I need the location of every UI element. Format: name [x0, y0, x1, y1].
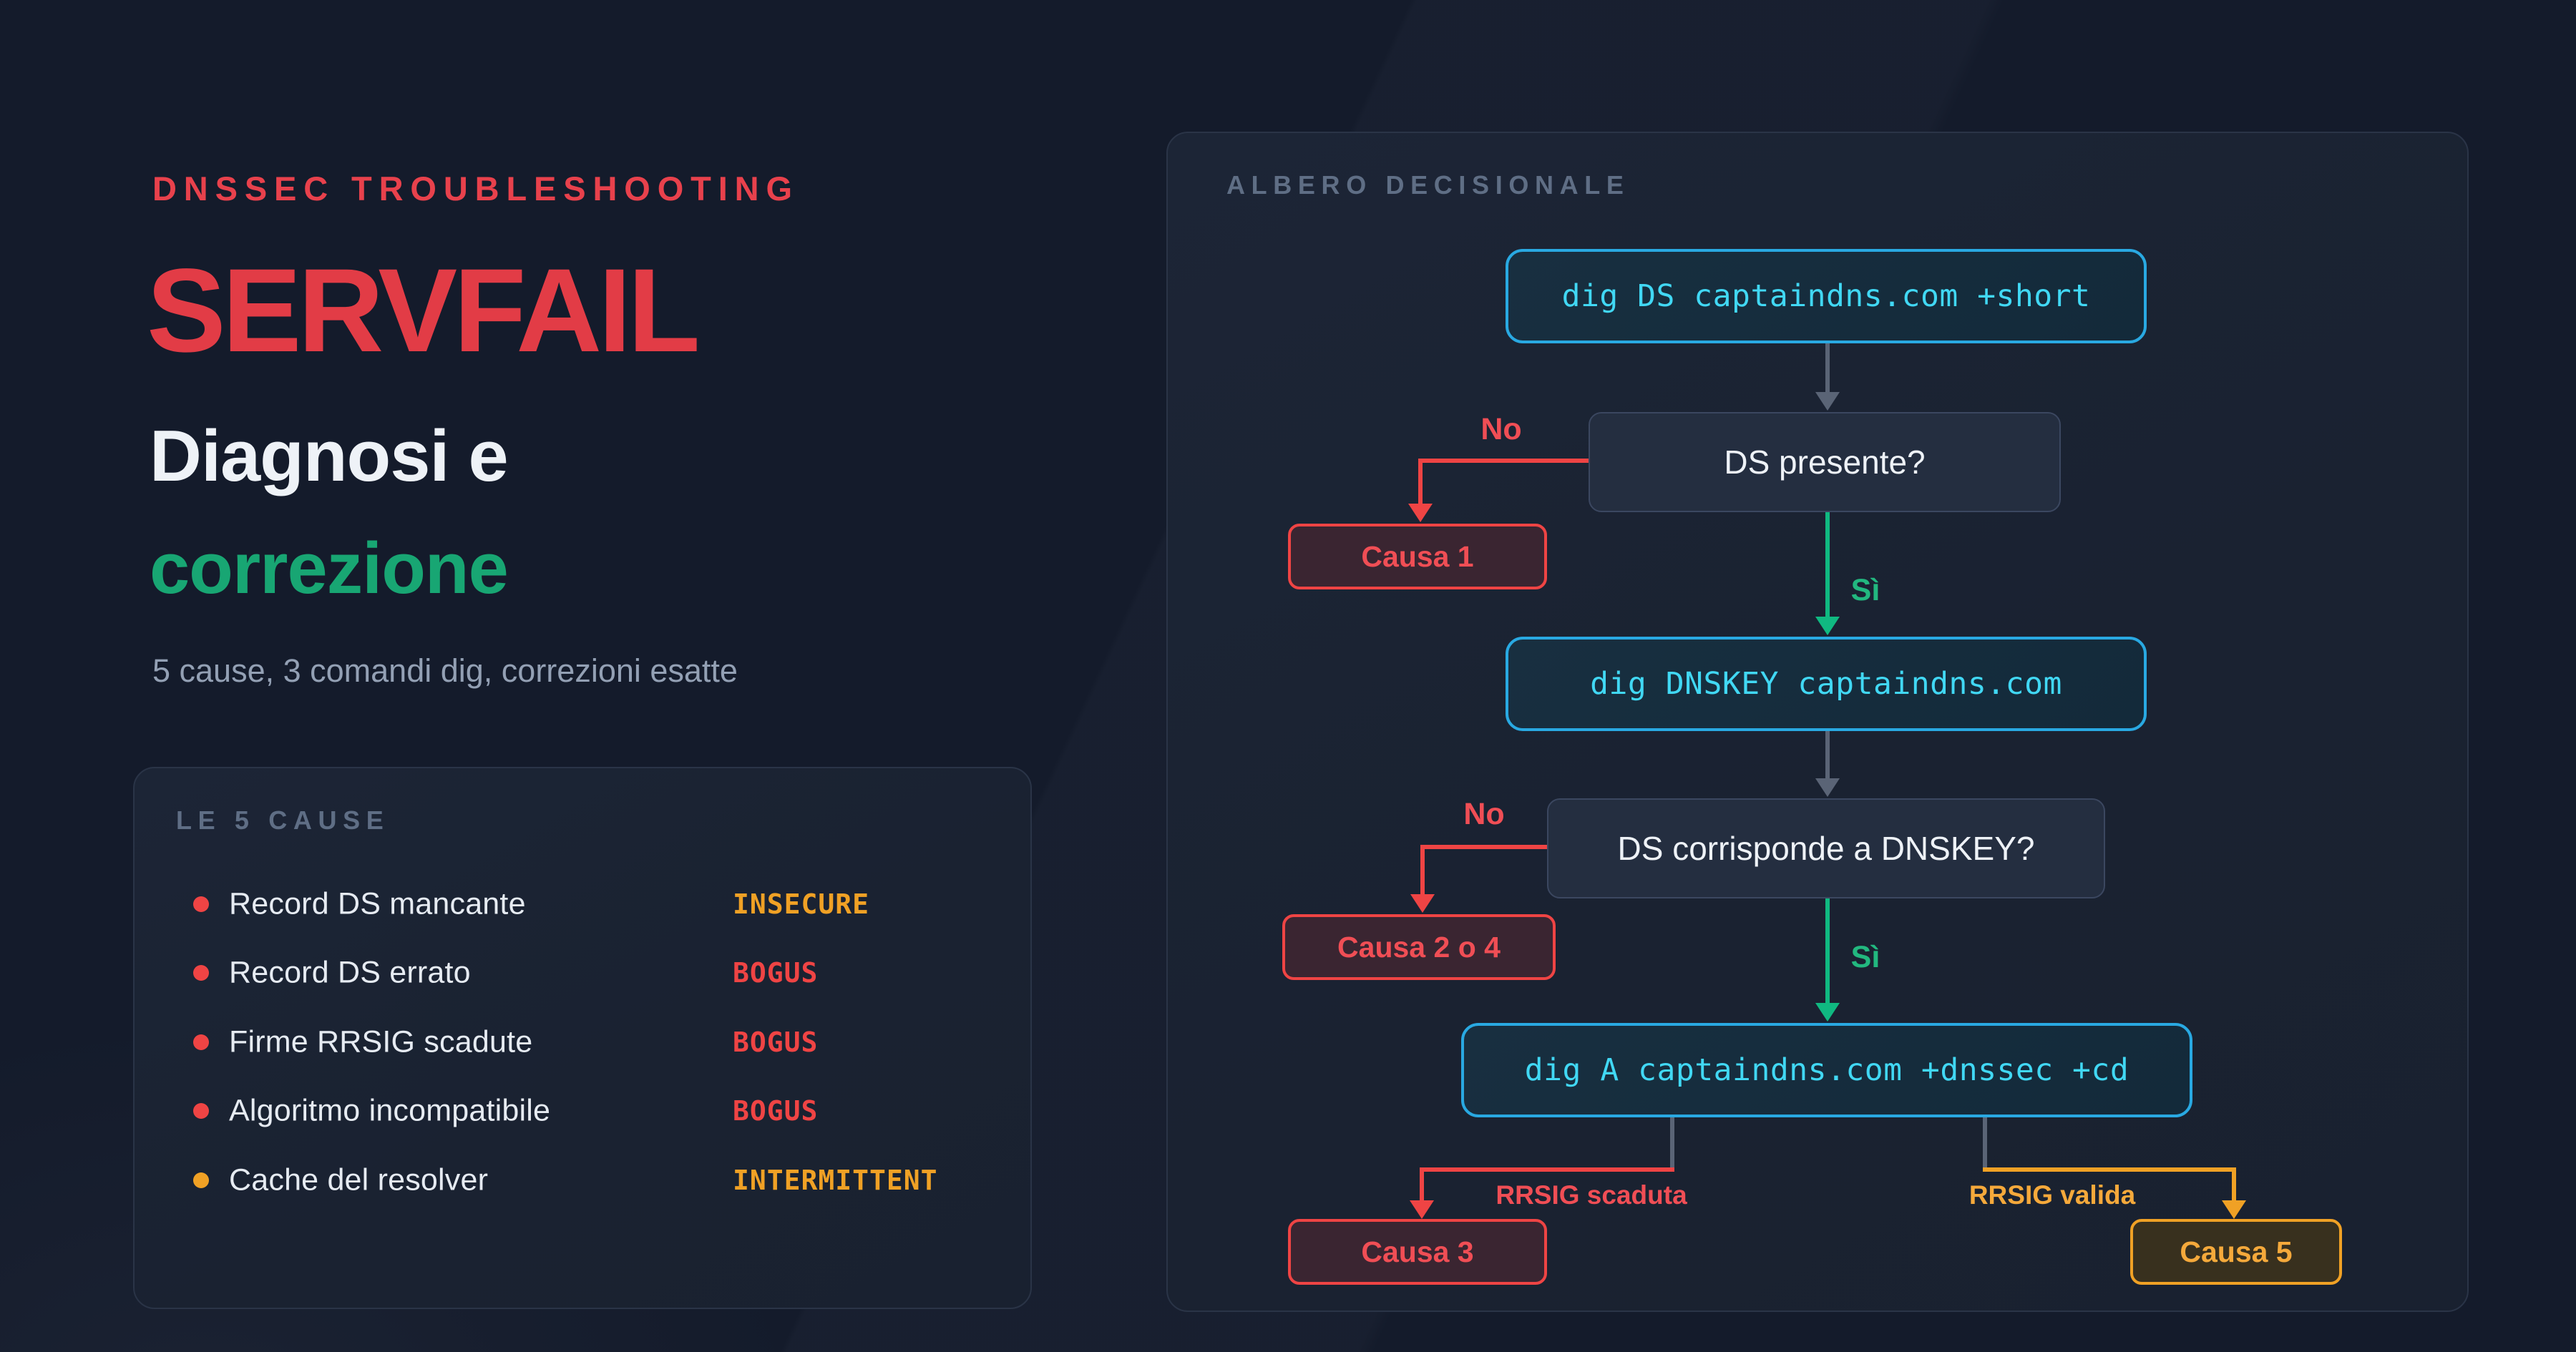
cause-label: Cache del resolver — [229, 1162, 489, 1197]
node-causa-2-o-4: Causa 2 o 4 — [1282, 914, 1556, 980]
edge-q1-si — [1825, 512, 1830, 617]
edge-label-rrsig-valid: RRSIG valida — [1968, 1180, 2136, 1210]
cause-status-badge: INSECURE — [733, 888, 870, 920]
cause-row: Algoritmo incompatibile BOGUS — [176, 1089, 989, 1132]
arrowhead-green-icon — [1815, 617, 1840, 635]
bullet-icon — [193, 1172, 209, 1188]
arrowhead-gray-icon — [1815, 392, 1840, 411]
edge-rrsig-expired-vertical — [1420, 1167, 1424, 1200]
eyebrow-label: DNSSEC TROUBLESHOOTING — [152, 170, 799, 207]
bullet-icon — [193, 1103, 209, 1119]
node-causa-3: Causa 3 — [1288, 1219, 1547, 1285]
cause-label: Record DS mancante — [229, 886, 526, 921]
edge-label-rrsig-expired: RRSIG scaduta — [1496, 1180, 1687, 1210]
causes-card: LE 5 CAUSE Record DS mancante INSECURE R… — [133, 767, 1032, 1309]
edge-cmd1-q1 — [1825, 343, 1830, 392]
edge-label-no-1: No — [1480, 412, 1522, 446]
node-causa-5: Causa 5 — [2130, 1219, 2342, 1285]
subtitle-line-1: Diagnosi e — [150, 416, 509, 496]
cause-row: Record DS errato BOGUS — [176, 951, 989, 994]
causes-card-header: LE 5 CAUSE — [176, 805, 390, 835]
cause-status-badge: BOGUS — [733, 957, 819, 989]
edge-q2-no-vertical — [1420, 845, 1425, 894]
bullet-icon — [193, 1034, 209, 1050]
cause-status-badge: INTERMITTENT — [733, 1165, 938, 1196]
arrowhead-red-icon — [1410, 1200, 1434, 1219]
edge-label-si-2: Sì — [1850, 940, 1880, 974]
tree-card-header: ALBERO DECISIONALE — [1226, 170, 1630, 200]
edge-rrsig-valid-horizontal — [1983, 1167, 2236, 1172]
arrowhead-green-icon — [1815, 1003, 1840, 1022]
cause-status-badge: BOGUS — [733, 1027, 819, 1058]
edge-cmd3-right-stub — [1983, 1117, 1987, 1170]
edge-label-si-1: Sì — [1850, 573, 1880, 607]
tagline: 5 cause, 3 comandi dig, correzioni esatt… — [152, 652, 738, 689]
node-dig-dnskey-command: dig DNSKEY captaindns.com — [1506, 637, 2147, 731]
edge-q1-no-vertical — [1418, 459, 1423, 504]
cause-label: Algoritmo incompatibile — [229, 1093, 551, 1128]
cause-row: Record DS mancante INSECURE — [176, 883, 989, 926]
bullet-icon — [193, 896, 209, 912]
arrowhead-amber-icon — [2222, 1200, 2246, 1219]
flowchart-canvas: No Sì No Sì RRSIG scaduta RRSIG valida d… — [1168, 133, 2467, 1311]
page-subtitle: Diagnosi e correzione — [150, 401, 509, 624]
node-dig-ds-command: dig DS captaindns.com +short — [1506, 249, 2147, 343]
bullet-icon — [193, 965, 209, 981]
node-ds-match-question: DS corrisponde a DNSKEY? — [1547, 798, 2105, 898]
cause-status-badge: BOGUS — [733, 1095, 819, 1127]
subtitle-line-2: correzione — [150, 528, 509, 609]
arrowhead-gray-icon — [1815, 778, 1840, 797]
decision-tree-card: ALBERO DECISIONALE No Sì No Sì RR — [1166, 132, 2469, 1312]
arrowhead-red-icon — [1410, 894, 1435, 913]
cause-label: Firme RRSIG scadute — [229, 1024, 533, 1059]
node-causa-1: Causa 1 — [1288, 524, 1547, 589]
edge-q1-no-horizontal — [1418, 459, 1589, 463]
arrowhead-red-icon — [1408, 504, 1433, 522]
edge-rrsig-expired-horizontal — [1420, 1167, 1674, 1172]
edge-cmd2-q2 — [1825, 731, 1830, 778]
edge-label-no-2: No — [1463, 797, 1505, 831]
edge-q2-no-horizontal — [1420, 845, 1547, 849]
cause-row: Firme RRSIG scadute BOGUS — [176, 1021, 989, 1064]
node-ds-present-question: DS presente? — [1589, 412, 2061, 512]
cause-label: Record DS errato — [229, 955, 471, 990]
edge-q2-si — [1825, 898, 1830, 1003]
cause-row: Cache del resolver INTERMITTENT — [176, 1159, 989, 1202]
node-dig-a-command: dig A captaindns.com +dnssec +cd — [1461, 1023, 2192, 1117]
edge-cmd3-left-stub — [1670, 1117, 1674, 1170]
edge-rrsig-valid-vertical — [2232, 1167, 2236, 1200]
page-title: SERVFAIL — [147, 245, 701, 377]
